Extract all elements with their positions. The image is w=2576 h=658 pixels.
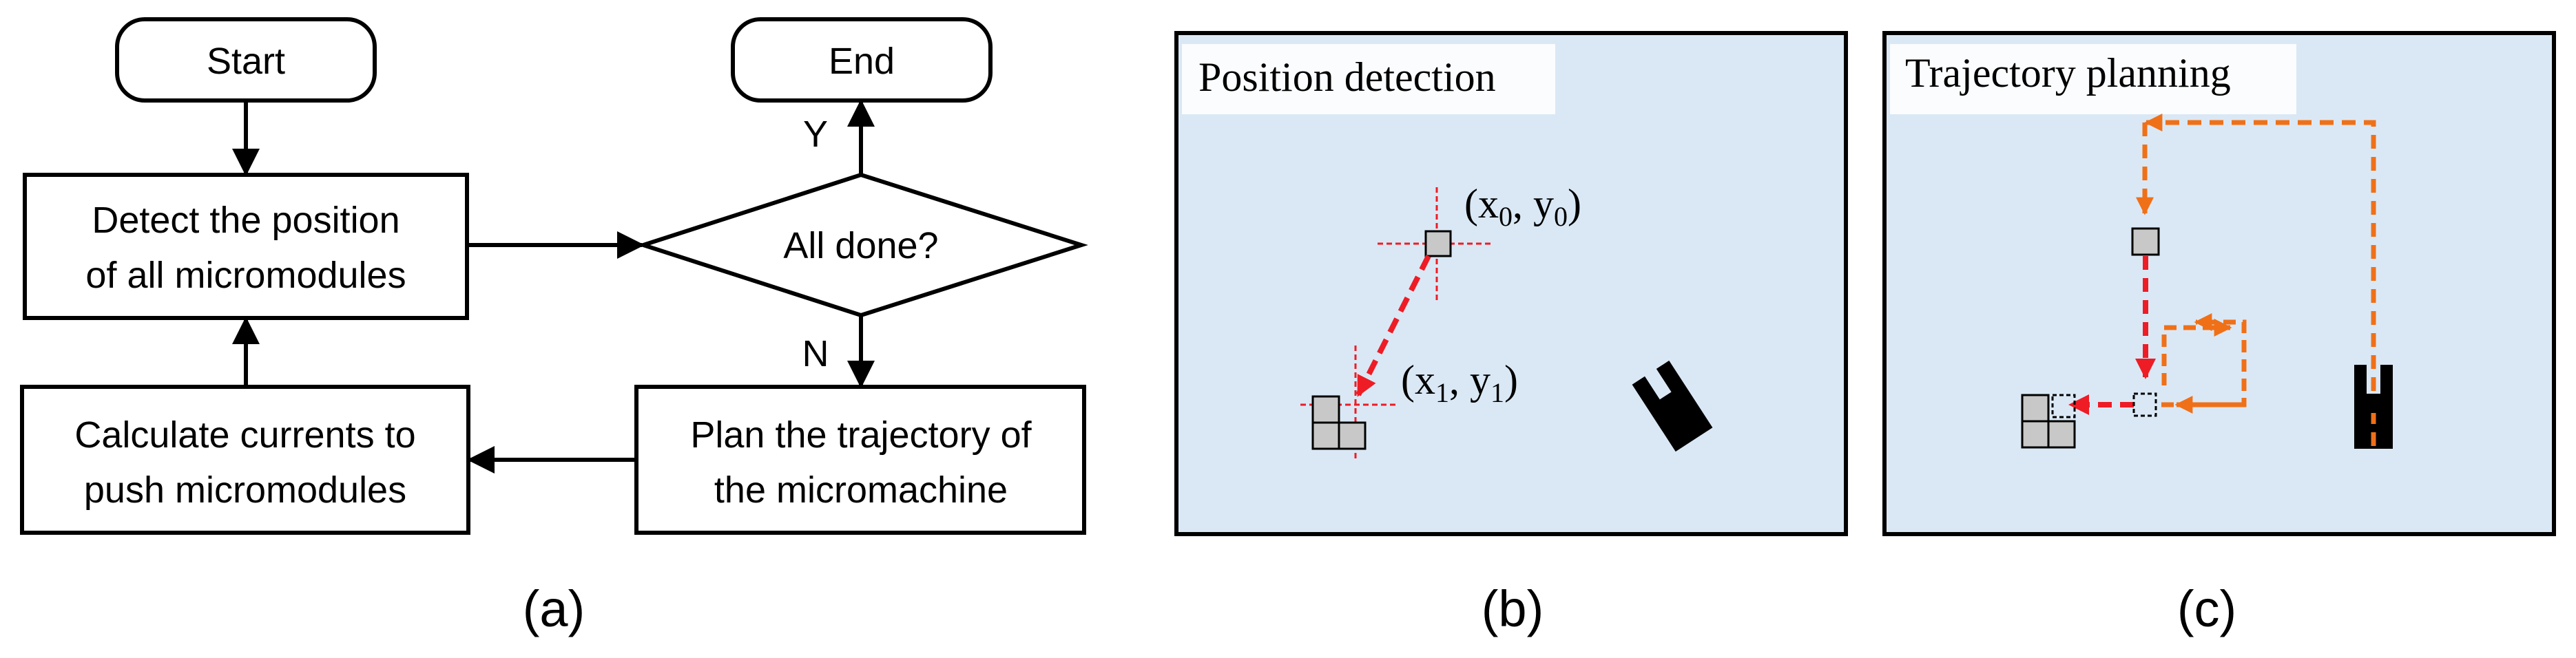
panel-b-title-background: [1182, 44, 1555, 114]
micromachine-b: [1632, 360, 1713, 452]
final-position-ghost: [2051, 394, 2076, 418]
point-0-label: (x0, y0): [1464, 181, 1581, 232]
plan-trajectory-line1: Plan the trajectory of: [690, 414, 1032, 456]
panel-c-title-background: [1890, 44, 2296, 114]
end-terminal: [731, 17, 993, 103]
calculate-currents-line2: push micromodules: [84, 469, 406, 511]
caption-c: (c): [2177, 580, 2236, 637]
intermediate-position-ghost: [2132, 392, 2157, 417]
micromodule-cluster-b: [1311, 395, 1367, 450]
panel-b-position-detection: Position detection (x0, y0) (x1, y1) (b): [1174, 31, 1848, 637]
panel-b-frame: [1174, 31, 1848, 536]
calculate-currents-box: [20, 385, 470, 535]
detect-position-line1: Detect the position: [92, 200, 399, 241]
micromodule-cluster-c: [2021, 394, 2076, 449]
caption-a: (a): [523, 580, 585, 637]
caption-b: (b): [1482, 580, 1544, 637]
start-label: Start: [207, 41, 285, 82]
trajectory-approach-path: [2144, 114, 2376, 413]
plan-trajectory-line2: the micromachine: [714, 469, 1008, 511]
plan-trajectory-box: [634, 385, 1086, 535]
calculate-currents-line1: Calculate currents to: [74, 414, 415, 456]
panel-c-title: Trajectory planning: [1905, 50, 2231, 96]
micromachine-c: [2354, 365, 2393, 449]
detected-module-0: [1424, 230, 1452, 257]
detect-position-line2: of all micromodules: [85, 255, 406, 296]
panel-c-frame: [1882, 31, 2556, 536]
detect-position-box: [23, 173, 469, 320]
end-label: End: [829, 41, 895, 82]
decision-label: All done?: [783, 225, 938, 266]
yes-label: Y: [803, 114, 828, 155]
all-done-decision: [636, 172, 1088, 318]
no-label: N: [802, 333, 829, 374]
panel-b-title: Position detection: [1198, 54, 1496, 100]
trajectory-reposition-in: [2161, 319, 2232, 385]
panel-a-flowchart: Start Detect the position of all micromo…: [20, 17, 1088, 637]
detection-arrow: [1355, 255, 1431, 397]
target-micromodule: [2131, 227, 2160, 256]
panel-c-trajectory-planning: Trajectory planning (c): [1882, 31, 2556, 637]
point-1-label: (x1, y1): [1401, 357, 1518, 408]
